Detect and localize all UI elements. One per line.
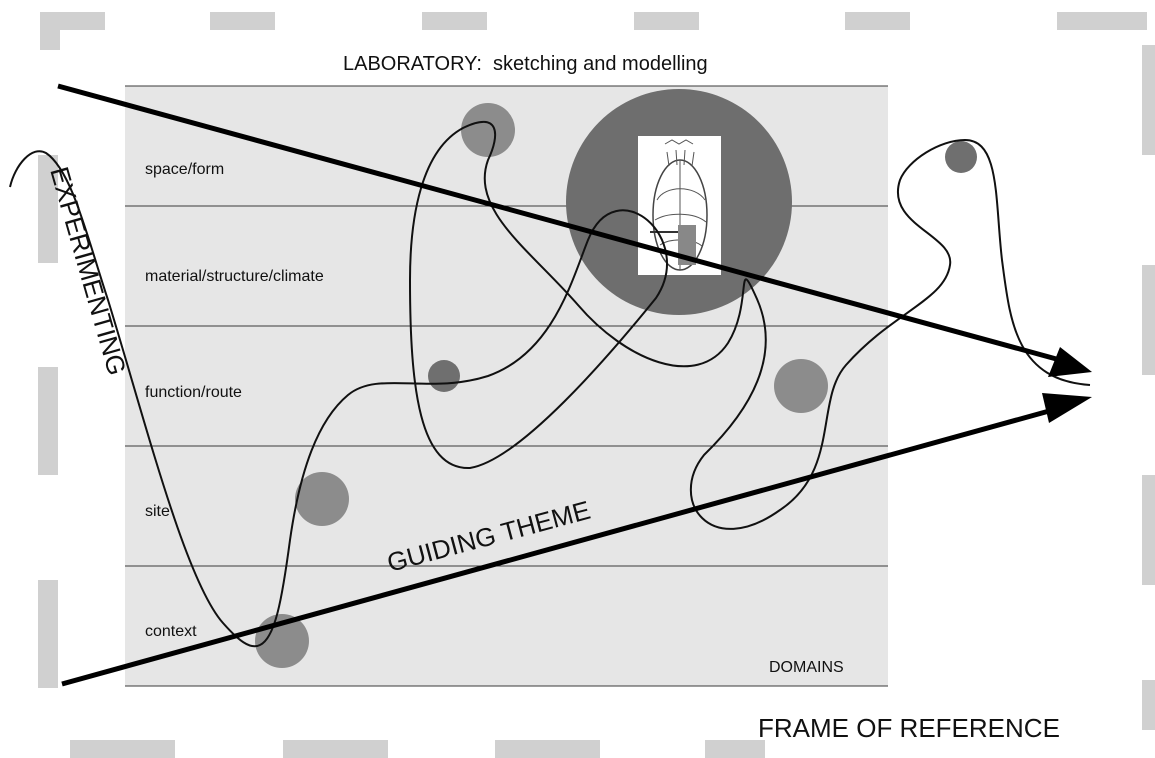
experimenting-label: EXPERIMENTING xyxy=(44,163,132,378)
domain-label-context: context xyxy=(145,623,197,640)
frame-border xyxy=(38,12,1155,758)
domain-label-space-form: space/form xyxy=(145,161,224,178)
laboratory-title: LABORATORY: sketching and modelling xyxy=(343,53,708,75)
domain-label-function-route: function/route xyxy=(145,384,242,401)
domain-label-material-structure-climate: material/structure/climate xyxy=(145,268,324,285)
circle-site xyxy=(295,472,349,526)
frame-of-reference-title: FRAME OF REFERENCE xyxy=(758,713,1060,743)
circle-function-route-left xyxy=(428,360,460,392)
circle-space-form xyxy=(461,103,515,157)
sketch-image xyxy=(638,136,721,275)
circle-function-route-right xyxy=(774,359,828,413)
upper-arrow xyxy=(57,83,1092,377)
domain-label-site: site xyxy=(145,503,170,520)
domains-corner-label: DOMAINS xyxy=(769,659,844,676)
guiding-theme-arrow xyxy=(61,393,1092,687)
circle-top-right xyxy=(945,141,977,173)
